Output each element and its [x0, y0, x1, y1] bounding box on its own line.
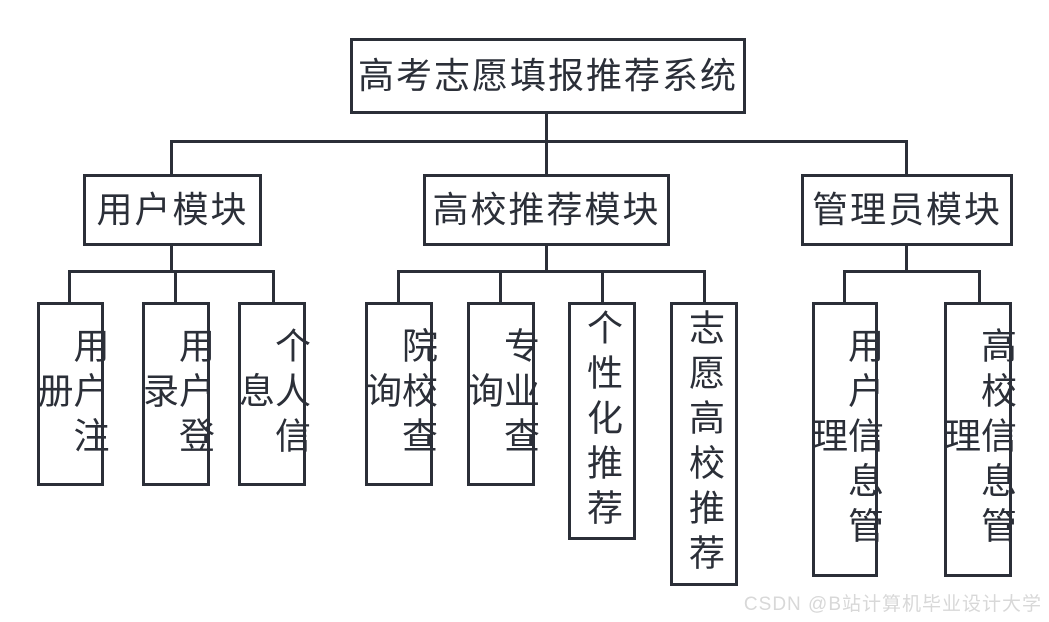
connector-drop-module-recommend: [545, 140, 548, 174]
connector-drop-college-info-manage: [978, 270, 981, 302]
node-major-query: 专业查询: [463, 302, 540, 486]
connector-level1-rail: [170, 140, 908, 143]
node-personalized-recommend: 个性化推荐: [568, 302, 636, 540]
node-module-recommendation: 高校推荐模块: [423, 174, 670, 246]
connector-drop-college-query: [397, 270, 400, 302]
connector-admin-rail: [843, 270, 981, 273]
connector-drop-personal-info: [272, 270, 275, 302]
node-module-user: 用户模块: [83, 174, 262, 246]
node-user-login: 用户登录: [138, 302, 215, 486]
connector-drop-module-admin: [905, 140, 908, 174]
connector-root-stub: [545, 113, 548, 143]
node-module-admin: 管理员模块: [801, 174, 1013, 246]
node-system-title: 高考志愿填报推荐系统: [350, 38, 746, 114]
connector-drop-user-info-manage: [843, 270, 846, 302]
connector-drop-major-query: [499, 270, 502, 302]
node-personal-info: 个人信息: [234, 302, 311, 486]
watermark-text: CSDN @B站计算机毕业设计大学: [743, 594, 1042, 615]
connector-user-rail: [68, 270, 275, 273]
connector-admin-stub: [905, 246, 908, 273]
connector-drop-module-user: [170, 140, 173, 174]
connector-drop-personalized: [601, 270, 604, 302]
node-volunteer-college-recommend: 志愿高校推荐: [670, 302, 738, 586]
connector-drop-user-register: [68, 270, 71, 302]
connector-drop-user-login: [174, 270, 177, 302]
node-college-info-manage: 高校信息管理: [940, 302, 1017, 577]
node-user-info-manage: 用户信息管理: [807, 302, 884, 577]
node-user-register: 用户注册: [33, 302, 110, 486]
connector-recommend-rail: [397, 270, 706, 273]
connector-drop-volunteer: [703, 270, 706, 302]
node-college-query: 院校查询: [361, 302, 438, 486]
connector-user-stub: [170, 246, 173, 273]
connector-recommend-stub: [545, 246, 548, 273]
